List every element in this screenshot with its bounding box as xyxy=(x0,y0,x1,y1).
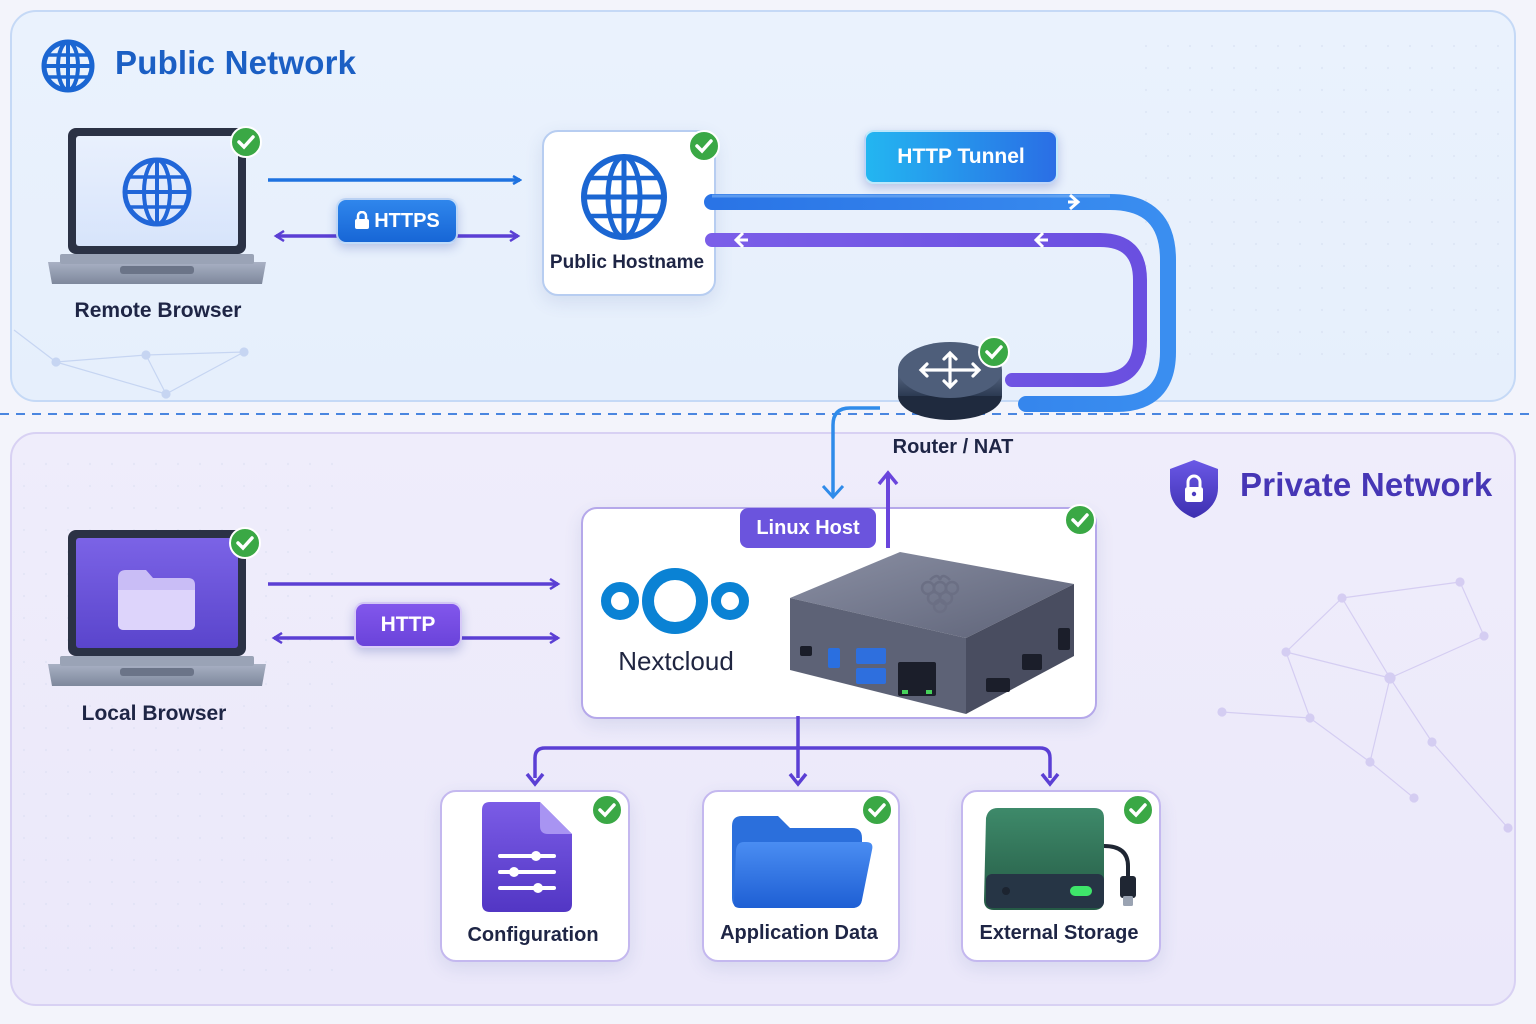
local-browser-laptop-icon xyxy=(48,530,266,686)
lock-icon xyxy=(355,210,370,229)
router-label: Router / NAT xyxy=(892,436,1014,458)
storage-connector xyxy=(525,716,1060,787)
usb-port-icon xyxy=(856,648,886,664)
tunnel-outbound-path xyxy=(704,194,1176,412)
remote-browser-label: Remote Browser xyxy=(74,299,242,322)
mini-pc-icon xyxy=(790,552,1074,714)
hdmi-port-icon xyxy=(986,678,1010,692)
checkmark-badge-icon xyxy=(861,794,893,826)
port-icon xyxy=(800,646,812,656)
http-tunnel-badge: HTTP Tunnel xyxy=(864,130,1058,184)
globe-icon xyxy=(581,154,667,240)
link-arrowhead xyxy=(821,484,845,500)
http-badge: HTTP xyxy=(354,602,462,648)
local-browser-label: Local Browser xyxy=(81,702,227,725)
external-storage-label: External Storage xyxy=(979,922,1139,944)
checkmark-badge-icon xyxy=(230,126,262,158)
network-mesh-decoration xyxy=(13,329,249,399)
tunnel-direction-arrow xyxy=(1068,193,1081,211)
usb-port-icon xyxy=(856,668,886,684)
ethernet-port-icon xyxy=(898,662,936,696)
checkmark-badge-icon xyxy=(1064,504,1096,536)
usb-port-icon xyxy=(828,648,840,668)
link-arrowhead xyxy=(877,470,899,486)
application-data-label: Application Data xyxy=(720,922,878,944)
globe-icon xyxy=(41,39,95,93)
globe-icon xyxy=(122,157,192,227)
network-mesh-decoration xyxy=(1217,577,1513,833)
router-to-host-link xyxy=(831,406,880,496)
checkmark-badge-icon xyxy=(229,527,261,559)
https-badge: HTTPS xyxy=(336,198,458,244)
checkmark-badge-icon xyxy=(591,794,623,826)
private-network-title: Private Network xyxy=(1240,466,1493,503)
router-arrows-icon xyxy=(918,350,982,390)
hdmi-port-icon xyxy=(1022,654,1042,670)
raspberry-logo-icon xyxy=(920,574,960,614)
configuration-label: Configuration xyxy=(467,924,599,946)
checkmark-badge-icon xyxy=(1122,794,1154,826)
nextcloud-logo xyxy=(601,568,749,634)
folder-icon xyxy=(118,570,195,630)
shield-lock-icon xyxy=(1170,460,1218,518)
remote-browser-laptop-icon xyxy=(48,128,266,284)
router-icon xyxy=(898,342,1002,420)
tunnel-direction-arrow xyxy=(1033,231,1048,249)
checkmark-badge-icon xyxy=(978,336,1010,368)
tunnel-return-path xyxy=(705,233,1147,387)
public-hostname-label: Public Hostname xyxy=(549,252,705,273)
settings-document-icon xyxy=(482,802,572,912)
checkmark-badge-icon xyxy=(688,130,720,162)
public-network-title: Public Network xyxy=(115,44,357,81)
linux-host-tag: Linux Host xyxy=(740,508,876,548)
https-badge-label: HTTPS xyxy=(374,210,440,232)
external-drive-icon xyxy=(984,808,1136,910)
port-icon xyxy=(1058,628,1070,650)
nextcloud-label: Nextcloud xyxy=(618,646,734,676)
folder-icon xyxy=(732,816,873,908)
tunnel-direction-arrow xyxy=(733,231,748,249)
